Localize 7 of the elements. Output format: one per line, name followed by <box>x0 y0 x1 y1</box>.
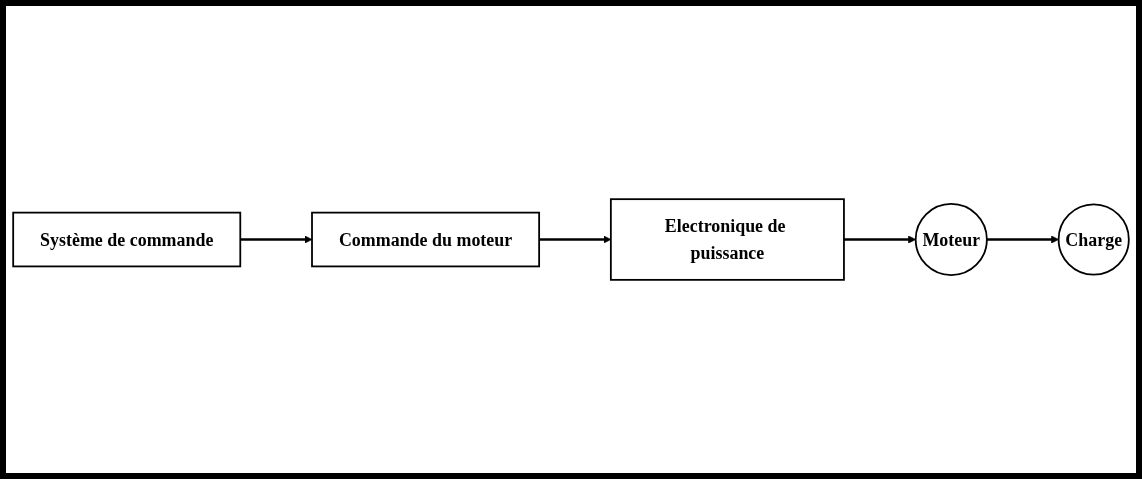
node-circle: Moteur <box>914 203 988 276</box>
arrow <box>240 235 313 244</box>
node-circle: Charge <box>1057 203 1130 276</box>
node-box: Electronique de puissance <box>609 198 845 281</box>
arrow <box>986 235 1059 244</box>
node-box: Commande du moteur <box>311 211 541 268</box>
node-box: Système de commande <box>12 211 242 268</box>
